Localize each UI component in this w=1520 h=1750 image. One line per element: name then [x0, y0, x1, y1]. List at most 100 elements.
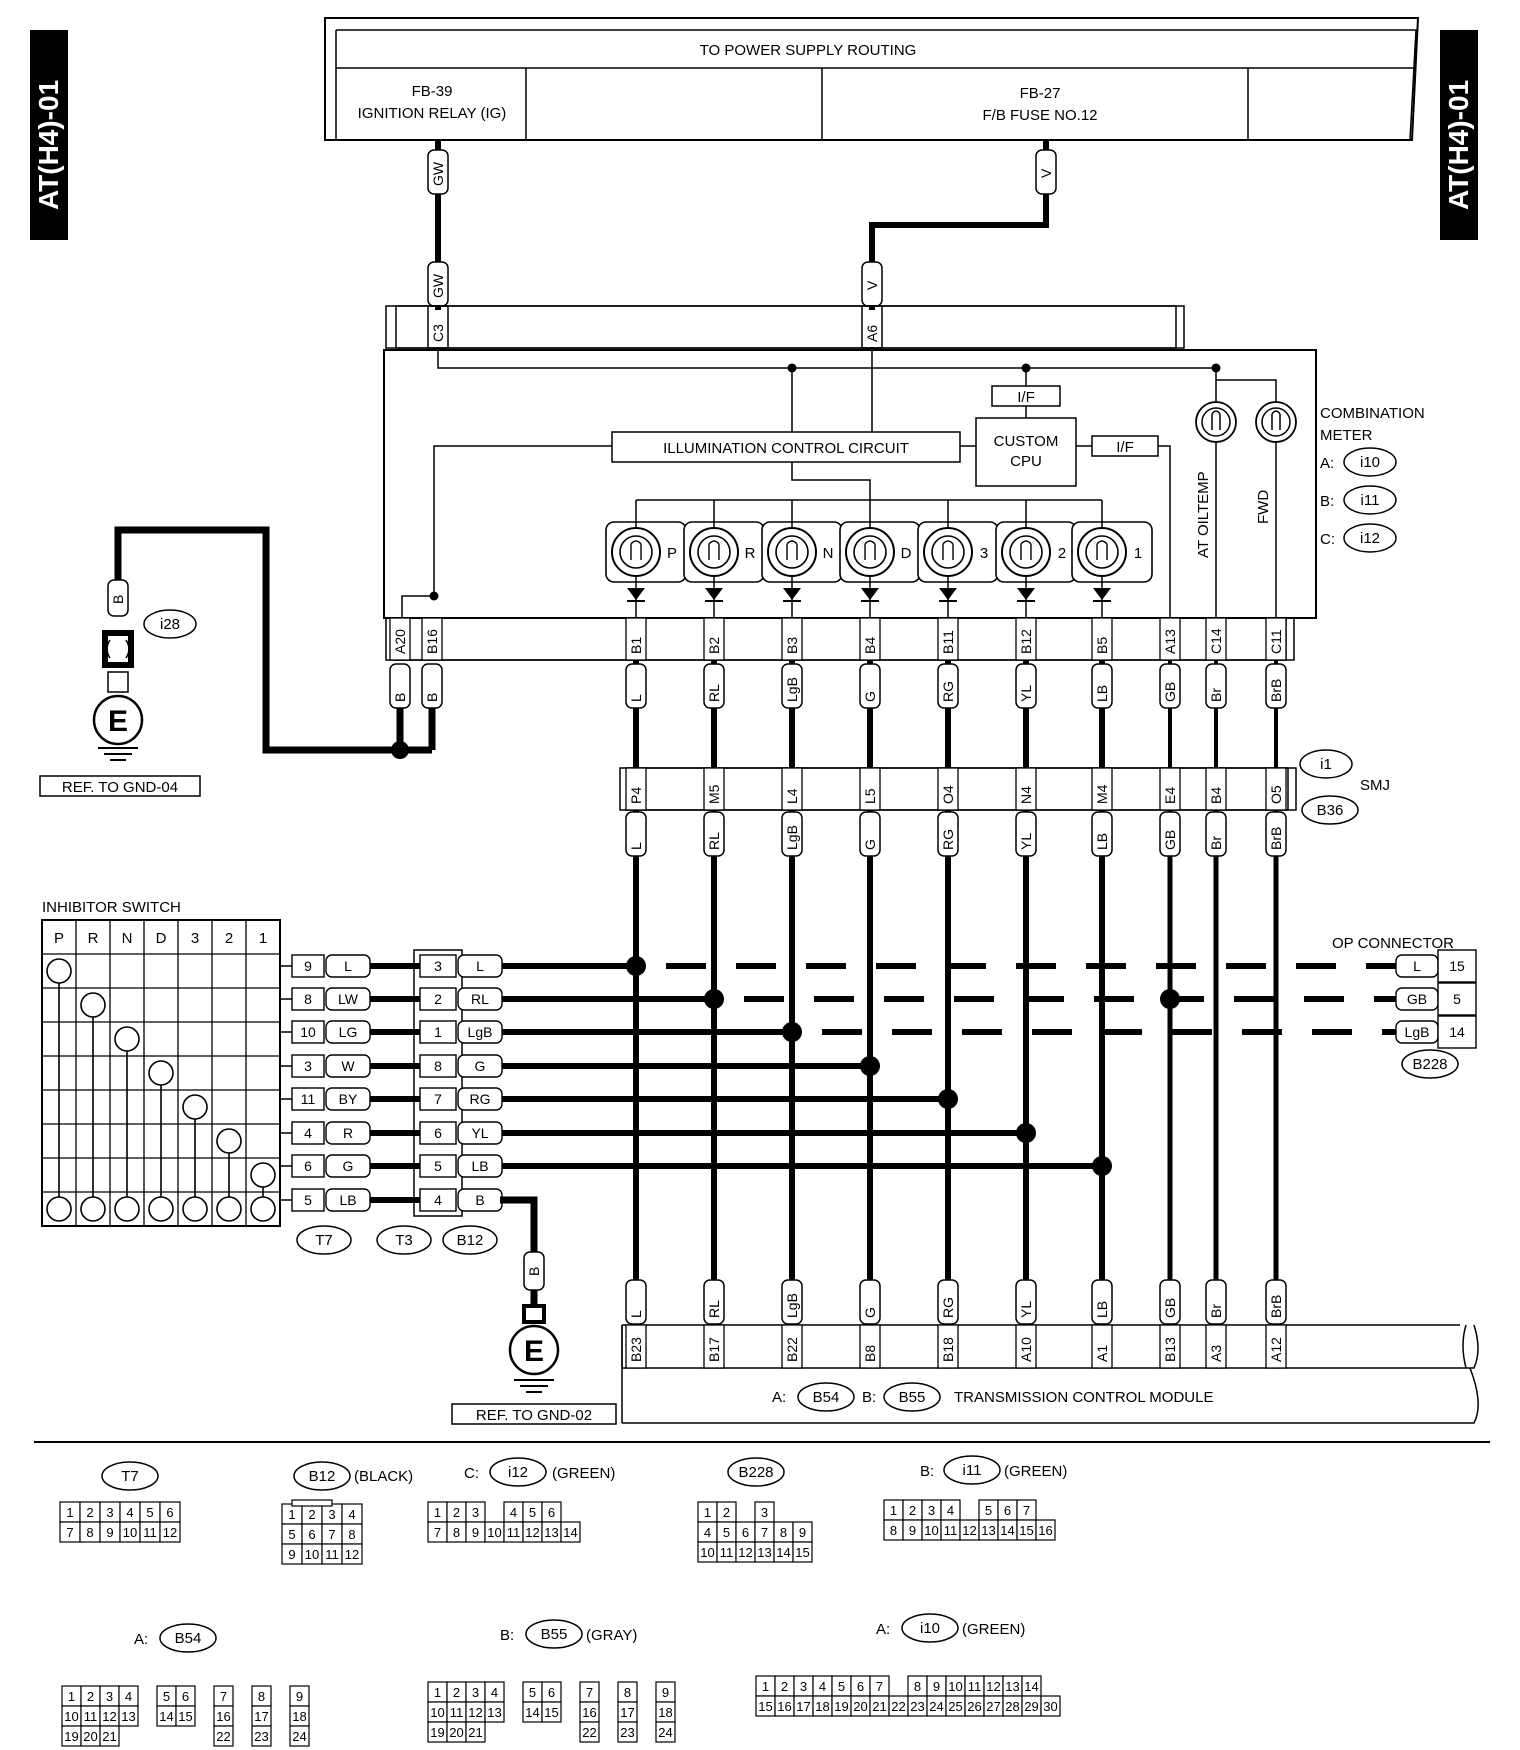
- cvB228-cell-15: 15: [795, 1545, 809, 1560]
- meter-pin-B5: B5: [1094, 637, 1110, 654]
- tcm-prefix-a: A:: [772, 1389, 786, 1406]
- cvB55-cell-13: 13: [487, 1705, 501, 1720]
- op-wire-L: L: [1413, 958, 1421, 974]
- tcm-pin-B18: B18: [940, 1337, 956, 1362]
- view-i12-note: (GREEN): [552, 1465, 615, 1482]
- cvB55-cell-15: 15: [544, 1705, 558, 1720]
- cvB228-cell-3: 3: [761, 1505, 768, 1520]
- cvT7-cell-3: 3: [106, 1505, 113, 1520]
- smj-wire-RL: RL: [706, 832, 722, 850]
- cvI11-cell-11: 11: [944, 1523, 958, 1538]
- cvI10-cell-27: 27: [986, 1699, 1000, 1714]
- cvT7-cell-11: 11: [143, 1525, 157, 1540]
- cvB12-cell-9: 9: [288, 1547, 295, 1562]
- fb39-name: IGNITION RELAY (IG): [358, 105, 507, 122]
- ground-top: B i28 E REF. TO GND-04: [39, 526, 436, 797]
- switch-wire-LB: LB: [339, 1192, 356, 1208]
- meter-wire-RG: RG: [940, 681, 956, 702]
- right-side-tag: [1440, 30, 1478, 240]
- meter-wire-LgB: LgB: [784, 677, 800, 702]
- cvT7-cell-4: 4: [126, 1505, 133, 1520]
- tcm-wire-Br: Br: [1208, 1304, 1224, 1318]
- cvI12-cell-4: 4: [510, 1505, 517, 1520]
- cvI12-cell-1: 1: [434, 1505, 441, 1520]
- switch-wire-LW: LW: [338, 991, 359, 1007]
- smj-pin-P4: P4: [628, 787, 644, 804]
- op-connector-id: B228: [1412, 1056, 1447, 1073]
- tcm-pin-B13: B13: [1162, 1337, 1178, 1362]
- fb27-code: FB-27: [1020, 85, 1061, 102]
- inhibitor-pos-R: R: [88, 930, 99, 947]
- cvT7-cell-8: 8: [86, 1525, 93, 1540]
- tcm-wire-YL: YL: [1018, 1301, 1034, 1318]
- tcm-wire-LgB: LgB: [784, 1293, 800, 1318]
- cvB228-cell-11: 11: [720, 1545, 734, 1560]
- view-i12-prefix: C:: [464, 1465, 479, 1482]
- cvB54-cell-23: 23: [254, 1729, 268, 1744]
- smj-label: SMJ: [1360, 777, 1390, 794]
- cvI12-cell-3: 3: [472, 1505, 479, 1520]
- meter-wire-GB: GB: [1162, 682, 1178, 702]
- cvB54-cell-13: 13: [121, 1709, 135, 1724]
- b12-pin-4: 4: [434, 1192, 442, 1208]
- t7-pin-5: 5: [304, 1192, 312, 1208]
- cvB55-cell-8: 8: [624, 1685, 631, 1700]
- smj-pin-B4: B4: [1208, 787, 1224, 804]
- switch-wire-R: R: [343, 1125, 353, 1141]
- tcm-connector-a: B54: [813, 1389, 840, 1406]
- cvI11-cell-12: 12: [962, 1523, 976, 1538]
- cvI11-cell-1: 1: [890, 1503, 897, 1518]
- meter-wire-BrB: BrB: [1268, 679, 1284, 702]
- cvB54-cell-1: 1: [68, 1689, 75, 1704]
- cvT7-cell-9: 9: [106, 1525, 113, 1540]
- t7-pin-3: 3: [304, 1058, 312, 1074]
- t7-pin-10: 10: [300, 1024, 316, 1040]
- view-i10-label: i10: [920, 1620, 940, 1637]
- cvI10-cell-25: 25: [948, 1699, 962, 1714]
- t7-pin-8: 8: [304, 991, 312, 1007]
- gw-wire-label: GW: [430, 273, 446, 298]
- cvI10-cell-1: 1: [762, 1679, 769, 1694]
- smj-pin-O5: O5: [1268, 785, 1284, 804]
- meter-conn-b-prefix: B:: [1320, 493, 1334, 510]
- tcm-pin-B22: B22: [784, 1337, 800, 1362]
- smj-wire-YL: YL: [1018, 833, 1034, 850]
- meter-pin-B11: B11: [940, 630, 956, 654]
- cvI10-cell-26: 26: [967, 1699, 981, 1714]
- view-i11-label: i11: [963, 1462, 982, 1479]
- cvI12-cell-9: 9: [472, 1525, 479, 1540]
- cvI11-cell-8: 8: [890, 1523, 897, 1538]
- power-supply-title: TO POWER SUPPLY ROUTING: [700, 42, 917, 59]
- inhibitor-connector-T7: T7: [315, 1232, 333, 1249]
- ground-top-ref: REF. TO GND-04: [62, 779, 178, 796]
- cvB54-cell-14: 14: [159, 1709, 173, 1724]
- cvI10-cell-5: 5: [838, 1679, 845, 1694]
- cvI12-cell-10: 10: [487, 1525, 501, 1540]
- cvT7-cell-1: 1: [66, 1505, 73, 1520]
- view-i12-label: i12: [508, 1464, 528, 1481]
- meter-wire-B: B: [424, 693, 440, 702]
- meter-conn-c: i12: [1360, 530, 1380, 547]
- cvI12-cell-7: 7: [434, 1525, 441, 1540]
- meter-pin-C14: C14: [1208, 628, 1224, 654]
- tcm-wire-L: L: [628, 1310, 644, 1318]
- cvT7-cell-12: 12: [163, 1525, 177, 1540]
- lamp-label-2: 2: [1058, 545, 1066, 562]
- cvB55-cell-5: 5: [529, 1685, 536, 1700]
- cvI11-cell-14: 14: [1000, 1523, 1014, 1538]
- tcm-wire-BrB: BrB: [1268, 1295, 1284, 1318]
- cvI10-cell-7: 7: [876, 1679, 883, 1694]
- op-pin-14: 14: [1449, 1024, 1465, 1040]
- cvB54-cell-17: 17: [254, 1709, 268, 1724]
- cvI11-cell-16: 16: [1038, 1523, 1052, 1538]
- cvB12-cell-1: 1: [288, 1507, 295, 1522]
- cvB228-cell-4: 4: [704, 1525, 711, 1540]
- view-t7-label: T7: [121, 1468, 139, 1485]
- cvI10-cell-10: 10: [948, 1679, 962, 1694]
- b12-pin-2: 2: [434, 991, 442, 1007]
- cvB55-cell-3: 3: [472, 1685, 479, 1700]
- cvB54-cell-19: 19: [64, 1729, 78, 1744]
- cvB54-cell-4: 4: [125, 1689, 132, 1704]
